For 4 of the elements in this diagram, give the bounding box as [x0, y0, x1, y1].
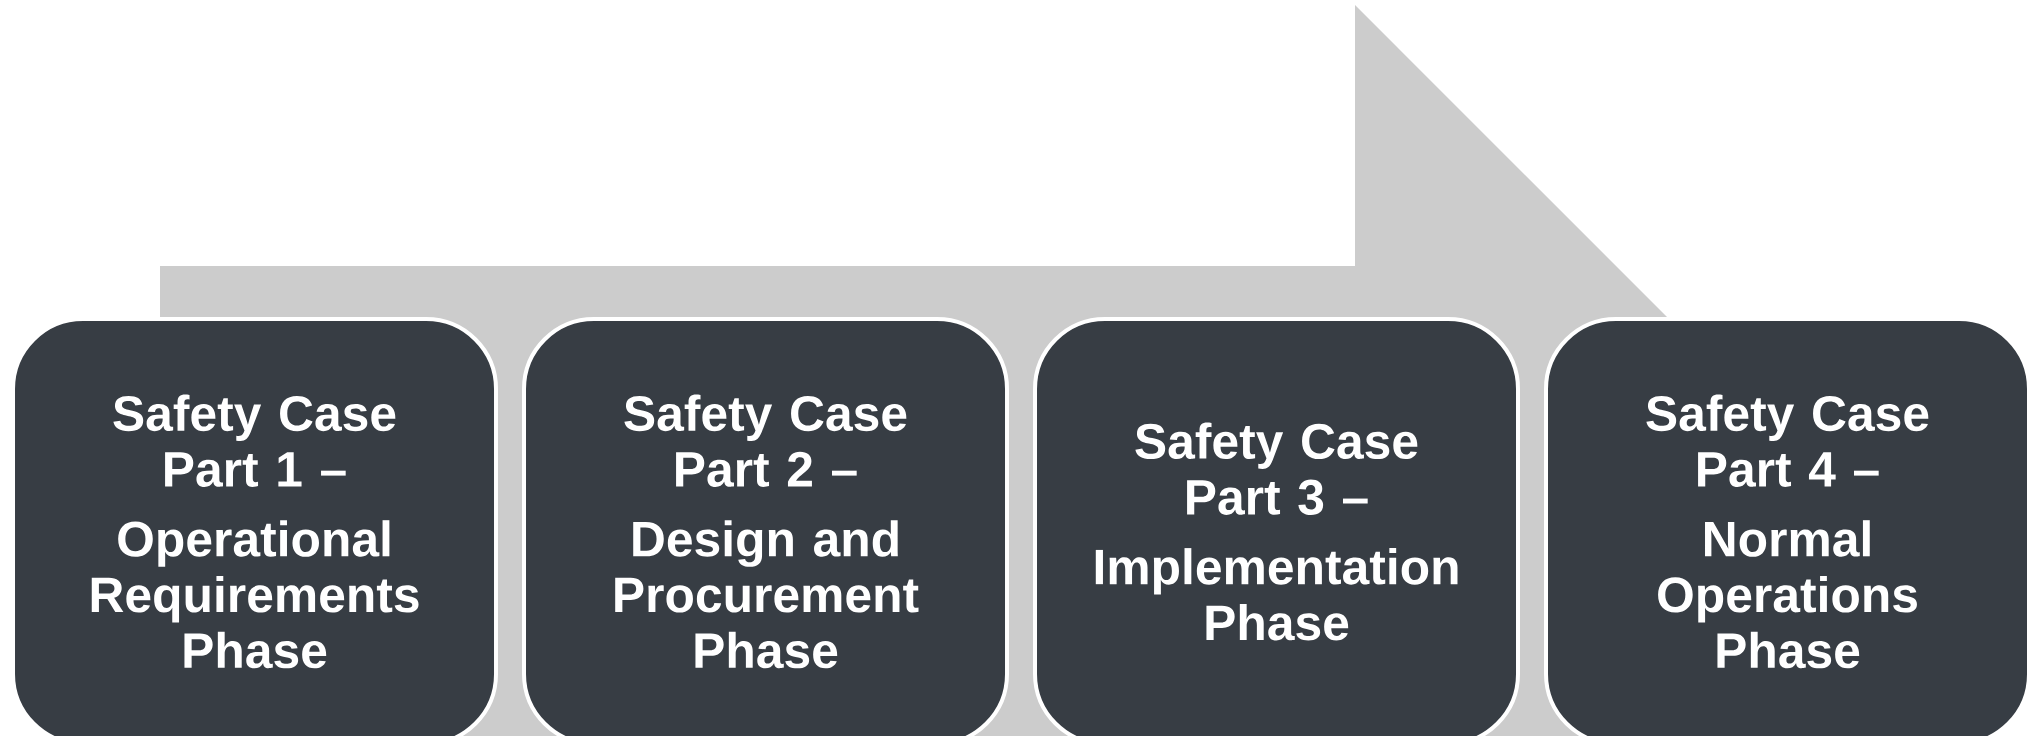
phase-box: Safety Case Part 4 – Normal Operations Phase: [1544, 317, 2031, 736]
phase-box: Safety Case Part 1 – Operational Requirements Phase: [11, 317, 498, 736]
phase-box: Safety Case Part 3 – Implementation Phase: [1033, 317, 1520, 736]
phase-box: Safety Case Part 2 – Design and Procurement Phase: [522, 317, 1009, 736]
